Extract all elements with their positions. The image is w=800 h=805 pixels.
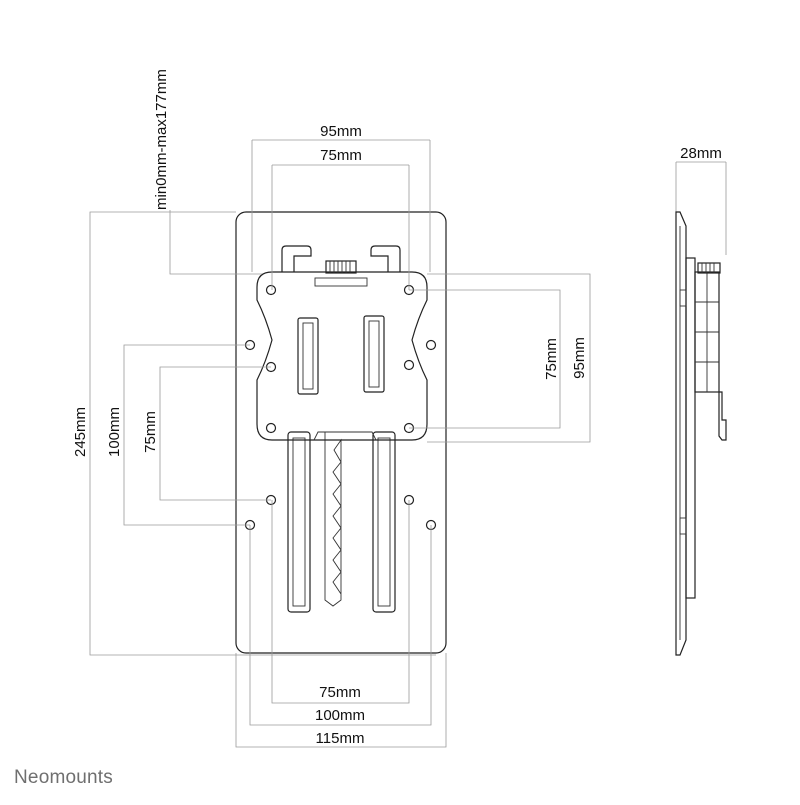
adapter-slot-right — [363, 315, 385, 393]
label-bottom-75: 75mm — [319, 684, 361, 701]
dim-line-top-75 — [271, 164, 410, 290]
side-adapter-tab — [718, 391, 727, 441]
dim-line-side-28 — [675, 161, 727, 255]
label-right-95: 95mm — [571, 337, 588, 379]
knob-bracket — [314, 277, 368, 287]
back-plate — [235, 211, 447, 654]
hole-adapter-mid-right — [403, 359, 415, 371]
top-hook-right — [370, 245, 401, 272]
label-bottom-115: 115mm — [316, 730, 365, 747]
ratchet-strip — [324, 432, 342, 607]
adjust-knob-knurl — [329, 261, 351, 273]
dim-line-left-100 — [123, 344, 250, 526]
side-rail — [685, 257, 696, 599]
label-left-245: 245mm — [72, 407, 89, 457]
hole-100-top-right — [425, 339, 437, 351]
dim-line-right-95 — [427, 273, 591, 443]
rail-left — [287, 431, 311, 613]
dim-line-right-75 — [409, 289, 561, 429]
vesa-adapter-plate — [256, 271, 428, 441]
dimension-lines — [89, 139, 727, 748]
hole-75-top-left — [265, 284, 277, 296]
side-bolt-bottom — [679, 517, 687, 535]
dimension-labels: 95mm 75mm min0mm-max177mm 75mm 95mm 245m… — [72, 69, 722, 747]
dim-line-bottom-115 — [235, 653, 447, 748]
label-top-95: 95mm — [320, 123, 362, 140]
top-hook-left — [281, 245, 312, 272]
side-knob-knurl — [701, 263, 715, 273]
brand-logo-text: Neomounts — [14, 767, 113, 788]
side-back-plate — [675, 211, 687, 656]
adapter-slot-right-inner — [368, 320, 380, 388]
label-vertical-range: min0mm-max177mm — [153, 69, 170, 210]
side-bolt-top — [679, 289, 687, 307]
adapter-slot-left-inner — [302, 322, 314, 390]
rail-right — [372, 431, 396, 613]
dim-line-bottom-100 — [249, 525, 432, 726]
side-knob — [697, 262, 721, 274]
dim-line-vertical-range — [169, 210, 262, 275]
label-bottom-100: 100mm — [315, 707, 365, 724]
side-adapter-detail — [695, 272, 719, 392]
hole-75-bottom-left — [265, 422, 277, 434]
dim-line-left-245 — [89, 211, 436, 656]
label-top-75: 75mm — [320, 147, 362, 164]
adapter-bottom-notch — [313, 431, 377, 441]
dim-line-bottom-75 — [271, 500, 410, 704]
dim-line-top-95 — [251, 139, 431, 272]
label-left-100: 100mm — [106, 407, 123, 457]
front-view — [235, 211, 447, 654]
label-side-28: 28mm — [680, 145, 722, 162]
side-view — [675, 211, 727, 656]
adjust-knob — [325, 260, 357, 274]
rail-right-slot — [377, 437, 391, 607]
label-right-75: 75mm — [543, 338, 560, 380]
mounting-holes — [244, 284, 437, 531]
rail-left-slot — [292, 437, 306, 607]
label-left-75: 75mm — [142, 411, 159, 453]
adapter-slot-left — [297, 317, 319, 395]
dim-line-left-75 — [159, 366, 271, 501]
